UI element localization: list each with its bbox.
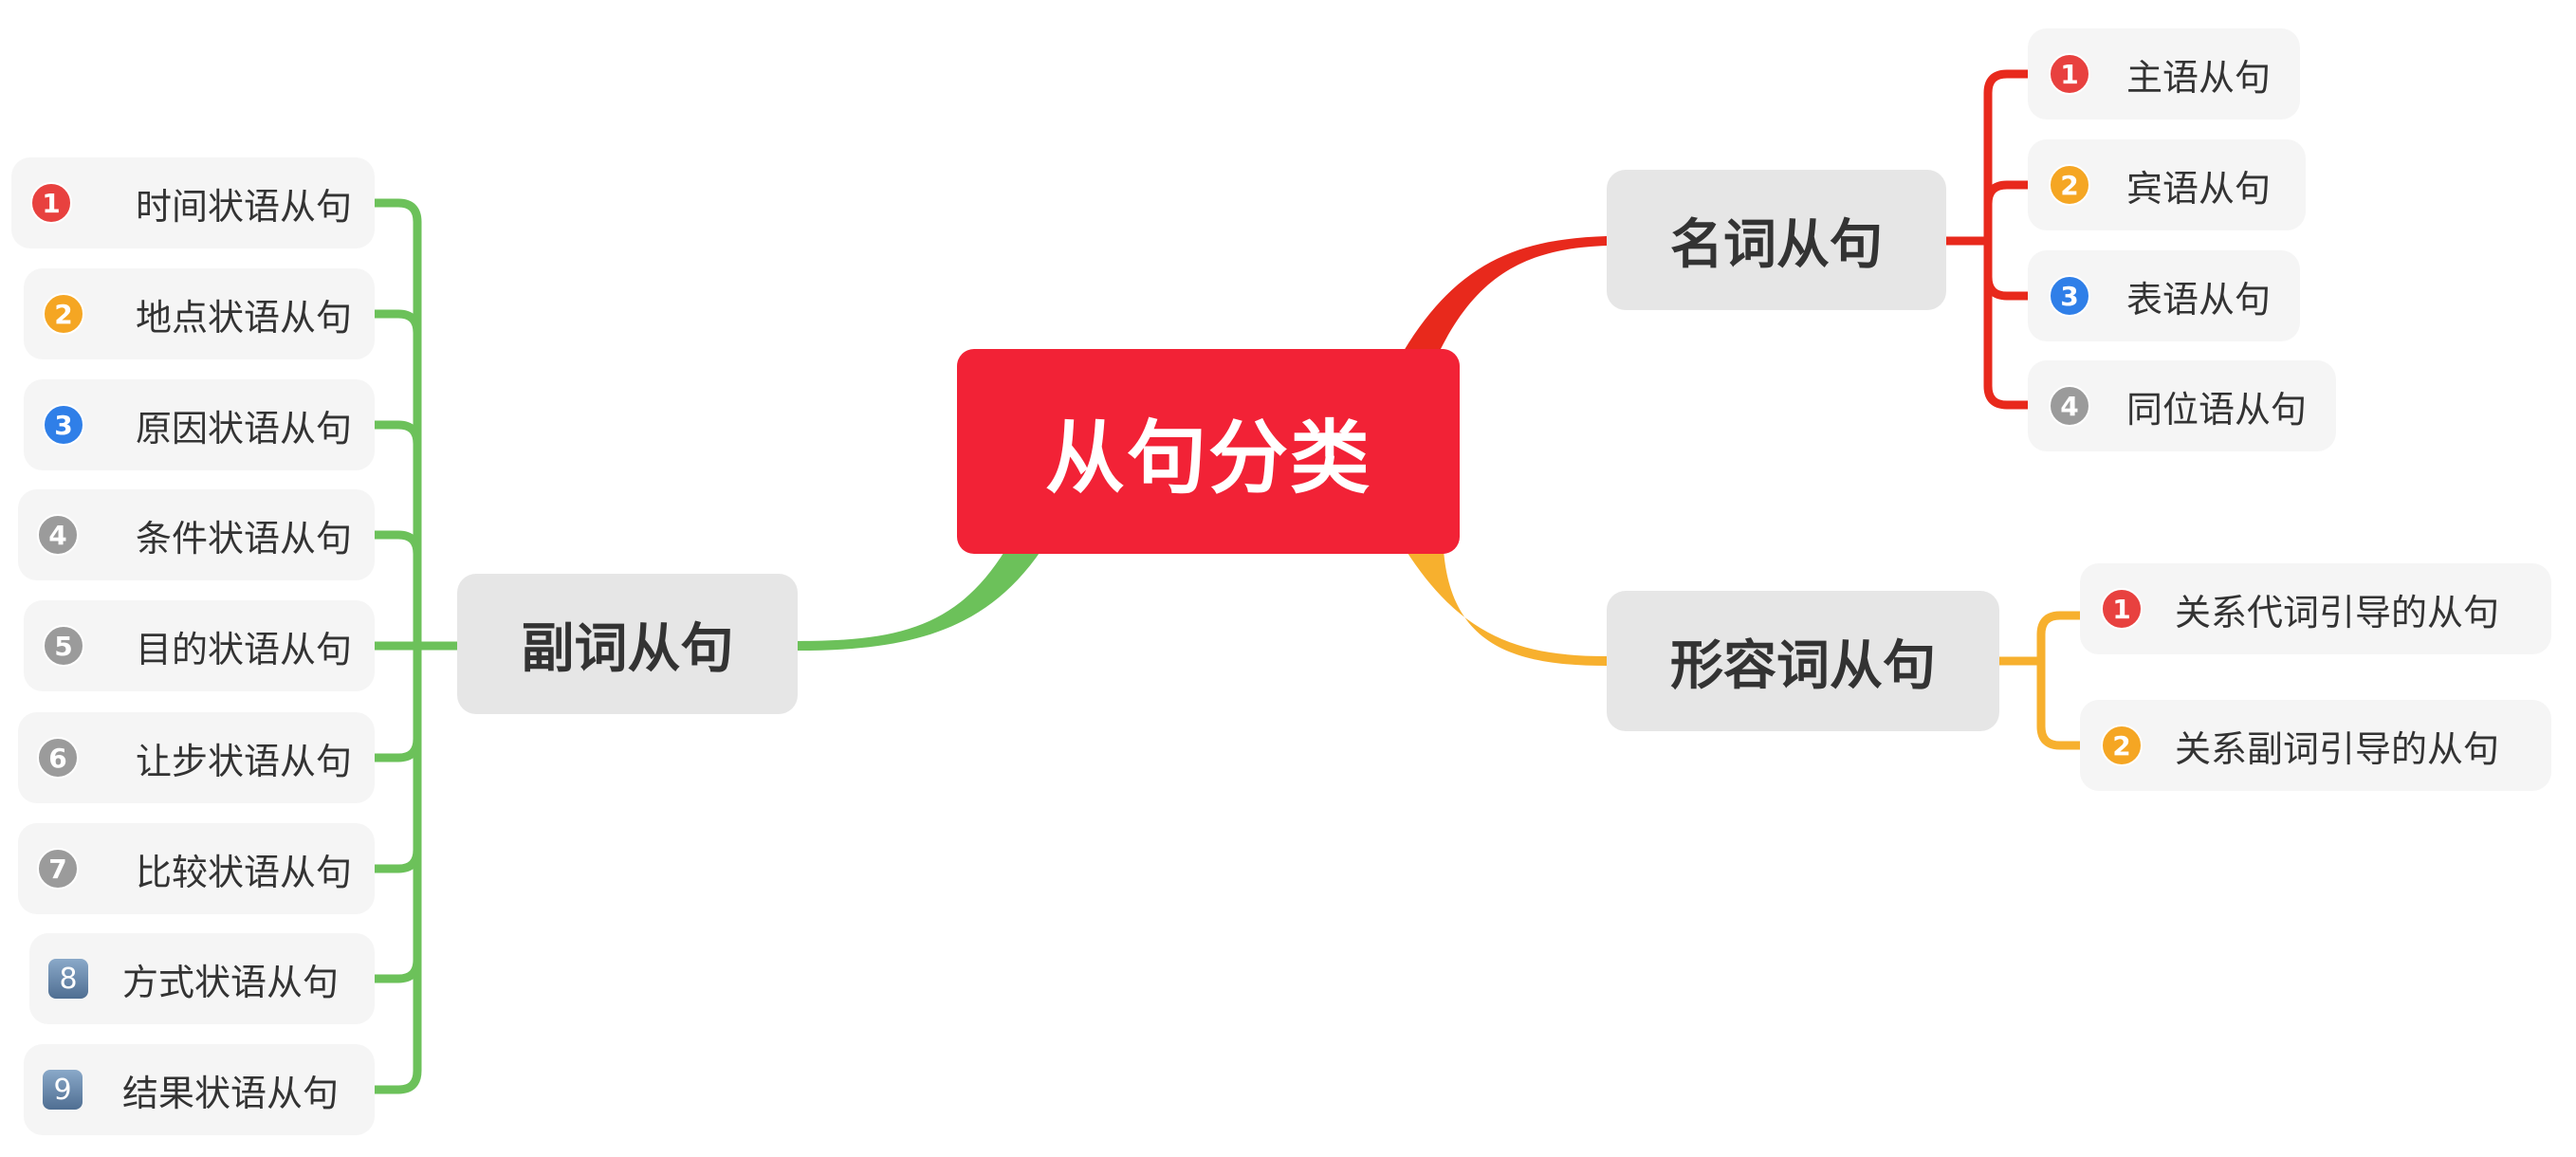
subtopic-label: 关系代词引导的从句 — [2175, 591, 2500, 634]
subtopic-label: 目的状语从句 — [135, 628, 352, 670]
number-5-circle-icon: 5 — [43, 625, 84, 667]
subtopic-label: 方式状语从句 — [121, 961, 339, 1003]
root-topic[interactable]: 从句分类 — [957, 349, 1460, 554]
number-2-circle-icon: 2 — [2101, 725, 2143, 766]
subtopic-time-clause[interactable]: 1 时间状语从句 — [11, 157, 375, 248]
subtopic-purpose-clause[interactable]: 5 目的状语从句 — [24, 600, 375, 691]
number-1-circle-icon: 1 — [2049, 53, 2090, 95]
number-6-circle-icon: 6 — [37, 737, 79, 779]
keycap-8-icon: 8 — [48, 959, 88, 999]
connector-root-adjective — [1406, 550, 1607, 666]
number-7-circle-icon: 7 — [37, 848, 79, 890]
root-topic-label: 从句分类 — [1044, 411, 1371, 505]
number-3-circle-icon: 3 — [43, 404, 84, 446]
keycap-9-icon: 9 — [43, 1070, 83, 1110]
subtopic-concession-clause[interactable]: 6 让步状语从句 — [18, 712, 375, 803]
subtopic-reason-clause[interactable]: 3 原因状语从句 — [24, 379, 375, 470]
subtopic-label: 主语从句 — [2126, 56, 2272, 99]
main-topic-label: 形容词从句 — [1670, 634, 1936, 697]
number-1-circle-icon: 1 — [30, 182, 72, 224]
subtopic-label: 结果状语从句 — [121, 1072, 339, 1114]
connector-adverb-children — [375, 198, 457, 1094]
subtopic-condition-clause[interactable]: 4 条件状语从句 — [18, 489, 375, 580]
subtopic-result-clause[interactable]: 9 结果状语从句 — [24, 1044, 375, 1135]
subtopic-place-clause[interactable]: 2 地点状语从句 — [24, 268, 375, 359]
number-4-circle-icon: 4 — [2049, 385, 2090, 427]
main-topic-label: 名词从句 — [1670, 213, 1883, 276]
subtopic-label: 原因状语从句 — [135, 407, 352, 450]
number-1-circle-icon: 1 — [2101, 588, 2143, 630]
number-4-circle-icon: 4 — [37, 514, 79, 556]
subtopic-label: 同位语从句 — [2126, 388, 2308, 431]
main-topic-label: 副词从句 — [521, 617, 734, 680]
number-2-circle-icon: 2 — [2049, 164, 2090, 206]
subtopic-label: 关系副词引导的从句 — [2175, 727, 2500, 770]
subtopic-comparison-clause[interactable]: 7 比较状语从句 — [18, 823, 375, 914]
main-topic-noun-clause[interactable]: 名词从句 — [1607, 170, 1946, 310]
subtopic-label: 宾语从句 — [2126, 167, 2272, 210]
connector-root-noun — [1404, 236, 1607, 351]
subtopic-relative-adverb-clause[interactable]: 2 关系副词引导的从句 — [2080, 700, 2551, 791]
subtopic-subject-clause[interactable]: 1 主语从句 — [2028, 28, 2300, 119]
subtopic-label: 让步状语从句 — [135, 740, 352, 782]
subtopic-label: 表语从句 — [2126, 278, 2272, 321]
main-topic-adverb-clause[interactable]: 副词从句 — [457, 574, 798, 714]
connector-noun-children — [1946, 69, 2028, 410]
subtopic-appositive-clause[interactable]: 4 同位语从句 — [2028, 360, 2336, 451]
subtopic-predicative-clause[interactable]: 3 表语从句 — [2028, 250, 2300, 341]
subtopic-object-clause[interactable]: 2 宾语从句 — [2028, 139, 2306, 230]
subtopic-manner-clause[interactable]: 8 方式状语从句 — [29, 933, 375, 1024]
connector-root-adverb — [798, 550, 1041, 651]
connector-adjective-children — [1999, 611, 2080, 750]
main-topic-adjective-clause[interactable]: 形容词从句 — [1607, 591, 1999, 731]
subtopic-label: 地点状语从句 — [135, 296, 352, 339]
subtopic-label: 条件状语从句 — [135, 517, 352, 560]
subtopic-label: 时间状语从句 — [135, 185, 352, 228]
number-2-circle-icon: 2 — [43, 293, 84, 335]
subtopic-label: 比较状语从句 — [135, 851, 352, 893]
subtopic-relative-pronoun-clause[interactable]: 1 关系代词引导的从句 — [2080, 563, 2551, 654]
number-3-circle-icon: 3 — [2049, 275, 2090, 317]
